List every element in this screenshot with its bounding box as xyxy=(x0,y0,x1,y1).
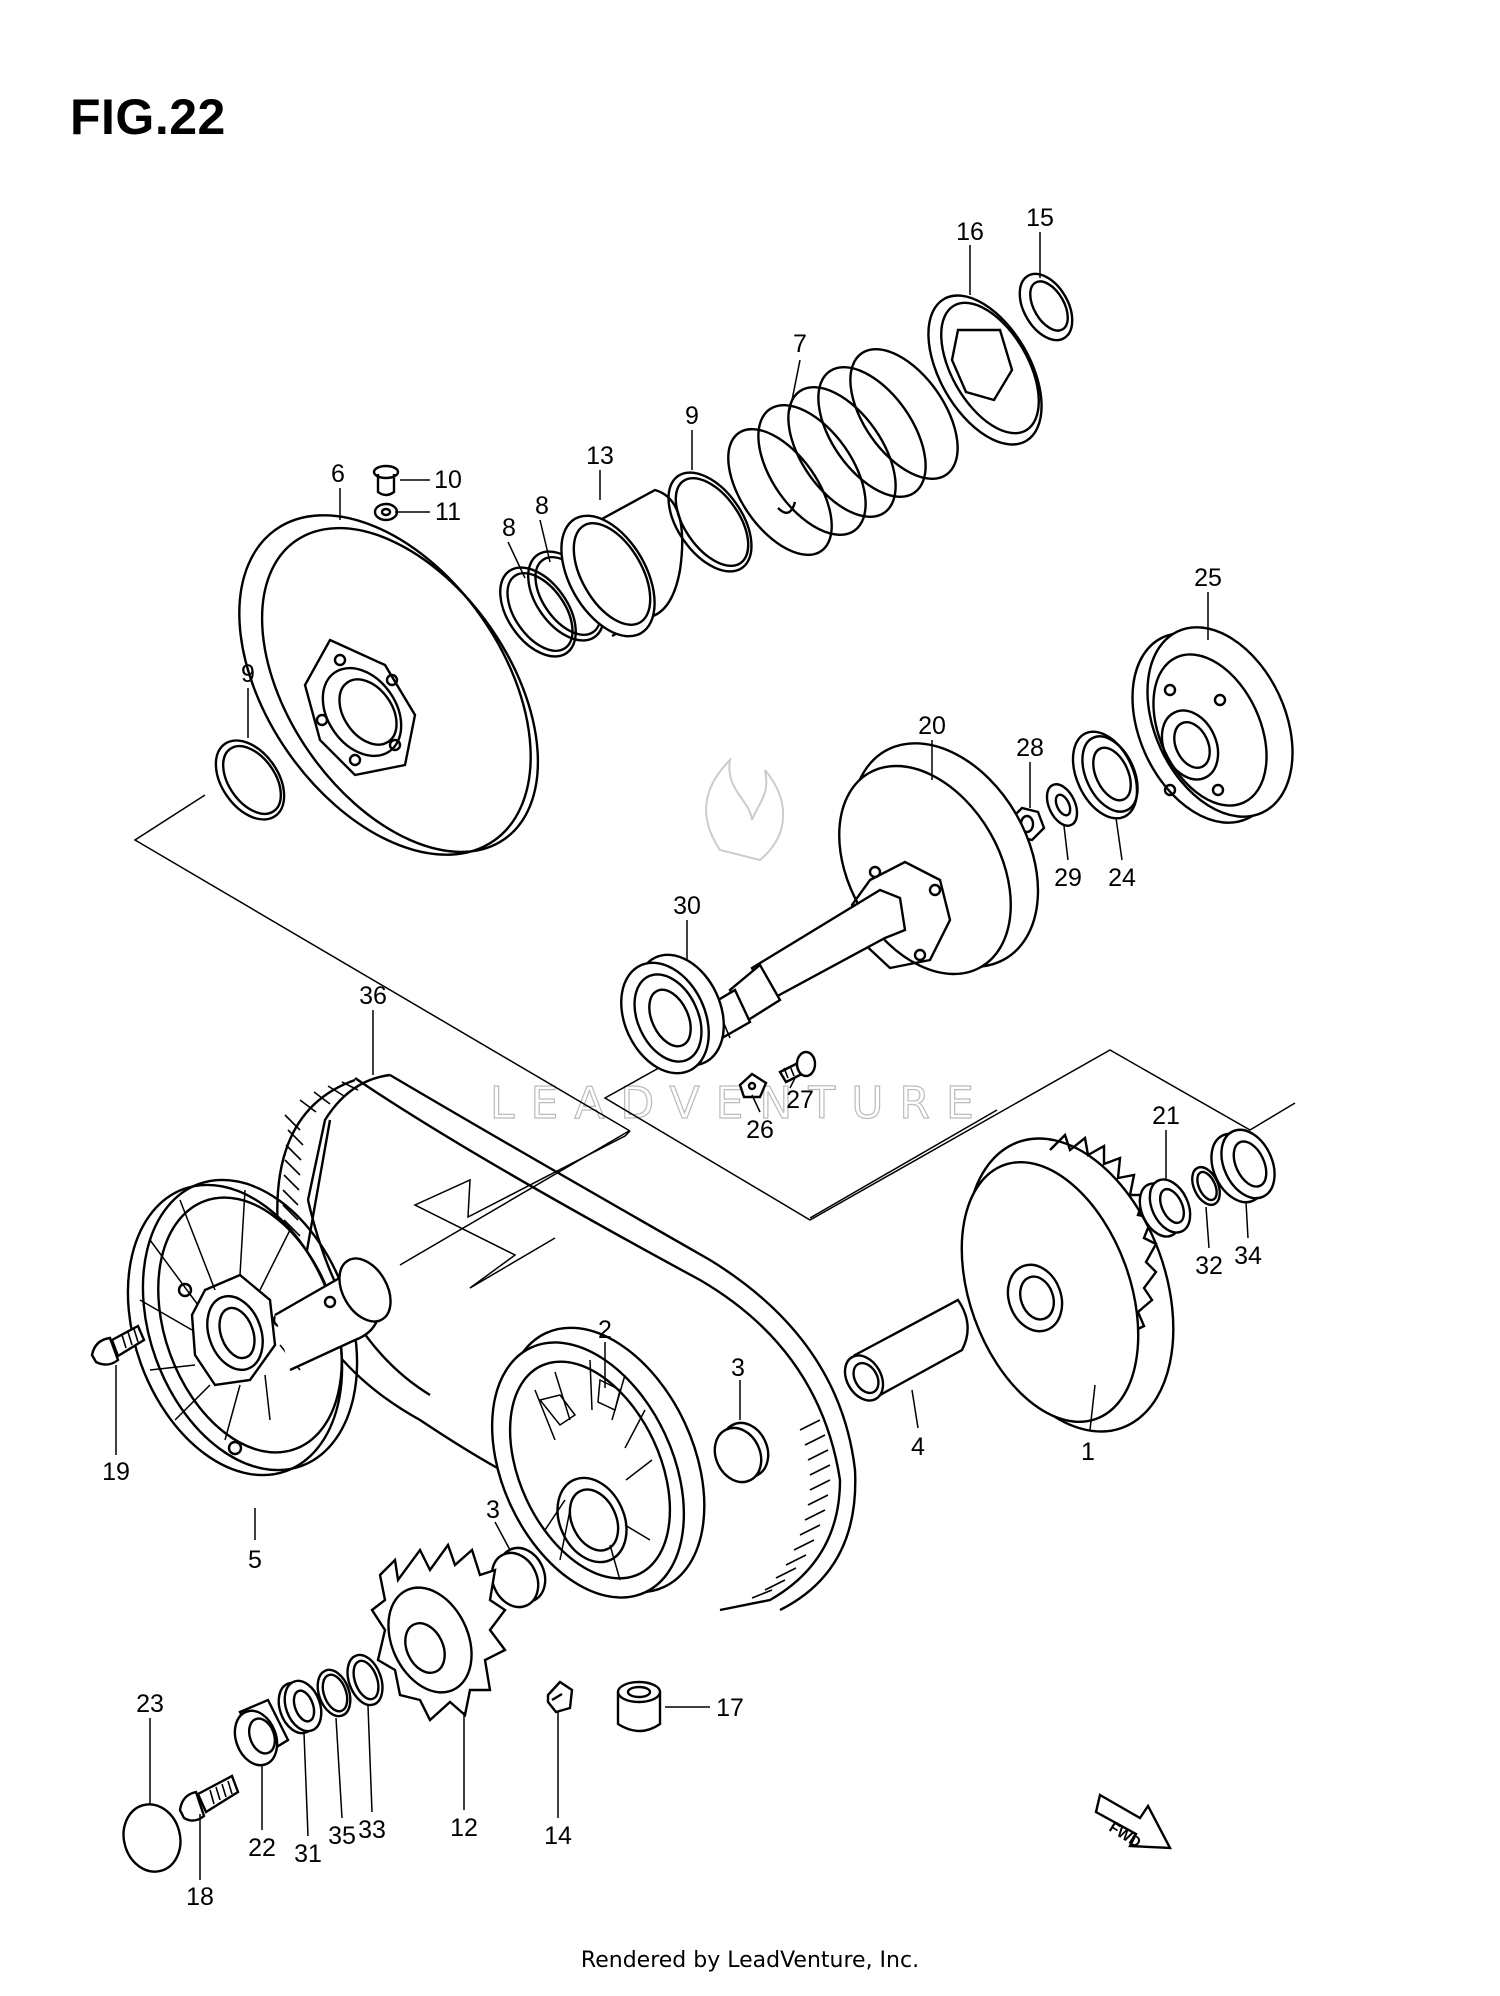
callout-17: 17 xyxy=(716,1694,744,1722)
callout-32: 32 xyxy=(1195,1252,1223,1280)
callout-34: 34 xyxy=(1234,1242,1262,1270)
callout-20: 20 xyxy=(918,712,946,740)
footer-credit: Rendered by LeadVenture, Inc. xyxy=(580,1948,920,1973)
part-3-roller-lower xyxy=(490,1546,547,1609)
part-29-washer xyxy=(1045,783,1079,827)
part-1-fixed-drive-face xyxy=(960,1132,1175,1433)
part-25-clutch-shoe xyxy=(1131,626,1294,824)
callout-3b: 3 xyxy=(486,1496,500,1524)
part-15-nut xyxy=(1018,272,1074,342)
callout-26: 26 xyxy=(746,1116,774,1144)
callout-35: 35 xyxy=(328,1822,356,1850)
callout-22: 22 xyxy=(248,1834,276,1862)
callout-27: 27 xyxy=(786,1086,814,1114)
watermark: LEADVENTURE xyxy=(489,757,990,1130)
part-14-slider xyxy=(546,1680,574,1714)
callout-16: 16 xyxy=(956,218,984,246)
part-9-ring-left xyxy=(214,739,286,821)
part-13-sleeve xyxy=(560,488,684,638)
callout-8a: 8 xyxy=(502,514,516,542)
part-12-ramp-plate xyxy=(370,1542,507,1722)
part-27-screw xyxy=(778,1050,817,1084)
callout-28: 28 xyxy=(1016,734,1044,762)
assembly-boundary-lines xyxy=(133,794,1296,1289)
fwd-arrow-icon: FWD xyxy=(1094,1793,1173,1852)
part-6-driven-face xyxy=(238,514,540,856)
part-22-collar xyxy=(233,1698,290,1767)
watermark-text: LEADVENTURE xyxy=(490,1078,990,1129)
part-5-driven-pulley xyxy=(126,1178,392,1477)
callout-labels: 1 2 3 3 4 5 6 7 8 8 9 9 10 11 12 13 14 1… xyxy=(102,204,1262,1911)
callout-24: 24 xyxy=(1108,864,1136,892)
callout-6: 6 xyxy=(331,460,345,488)
callout-18: 18 xyxy=(186,1883,214,1911)
callout-33: 33 xyxy=(358,1816,386,1844)
part-33-washer xyxy=(346,1653,384,1707)
part-31-seal xyxy=(277,1679,323,1735)
part-4-spacer xyxy=(843,1298,969,1402)
callout-30: 30 xyxy=(673,892,701,920)
callout-25: 25 xyxy=(1194,564,1222,592)
callout-12: 12 xyxy=(450,1814,478,1842)
part-17-bushing xyxy=(616,1680,662,1733)
part-24-needle-bearing xyxy=(1071,730,1139,820)
callout-29: 29 xyxy=(1054,864,1082,892)
callout-5: 5 xyxy=(248,1546,262,1574)
part-7-spring xyxy=(727,347,959,557)
part-34-seal xyxy=(1210,1128,1276,1204)
part-23-cap xyxy=(122,1803,182,1873)
callout-11: 11 xyxy=(435,498,461,526)
callout-3a: 3 xyxy=(731,1354,745,1382)
callout-8b: 8 xyxy=(535,492,549,520)
callout-14: 14 xyxy=(544,1822,572,1850)
part-35-ring xyxy=(316,1668,352,1718)
part-26-washer xyxy=(738,1072,768,1099)
leader-lines xyxy=(115,232,1249,1880)
callout-15: 15 xyxy=(1026,204,1054,232)
part-16-spring-seat xyxy=(927,294,1043,446)
part-18-bolt xyxy=(178,1774,240,1822)
callout-10: 10 xyxy=(434,466,462,494)
callout-23: 23 xyxy=(136,1690,164,1718)
part-9-ring-upper xyxy=(667,471,753,573)
part-11-washer xyxy=(373,502,399,522)
callout-21: 21 xyxy=(1152,1102,1180,1130)
part-3-roller-upper xyxy=(713,1421,770,1484)
part-2-movable-drive-face xyxy=(490,1326,706,1599)
callout-13: 13 xyxy=(586,442,614,470)
part-10-pin xyxy=(372,464,400,497)
figure-title: FIG.22 xyxy=(70,89,226,145)
callout-4: 4 xyxy=(911,1433,925,1461)
part-20-clutch-housing xyxy=(658,742,1040,1065)
callout-7: 7 xyxy=(793,330,807,358)
callout-9a: 9 xyxy=(685,402,699,430)
callout-2: 2 xyxy=(598,1316,612,1344)
part-19-bolt xyxy=(90,1324,146,1366)
callout-9b: 9 xyxy=(241,660,255,688)
callout-36: 36 xyxy=(359,982,387,1010)
part-21-collar xyxy=(1138,1178,1192,1238)
callout-31: 31 xyxy=(294,1840,322,1868)
callout-19: 19 xyxy=(102,1458,130,1486)
part-30-ball-bearing xyxy=(620,953,725,1075)
callout-1: 1 xyxy=(1081,1438,1095,1466)
